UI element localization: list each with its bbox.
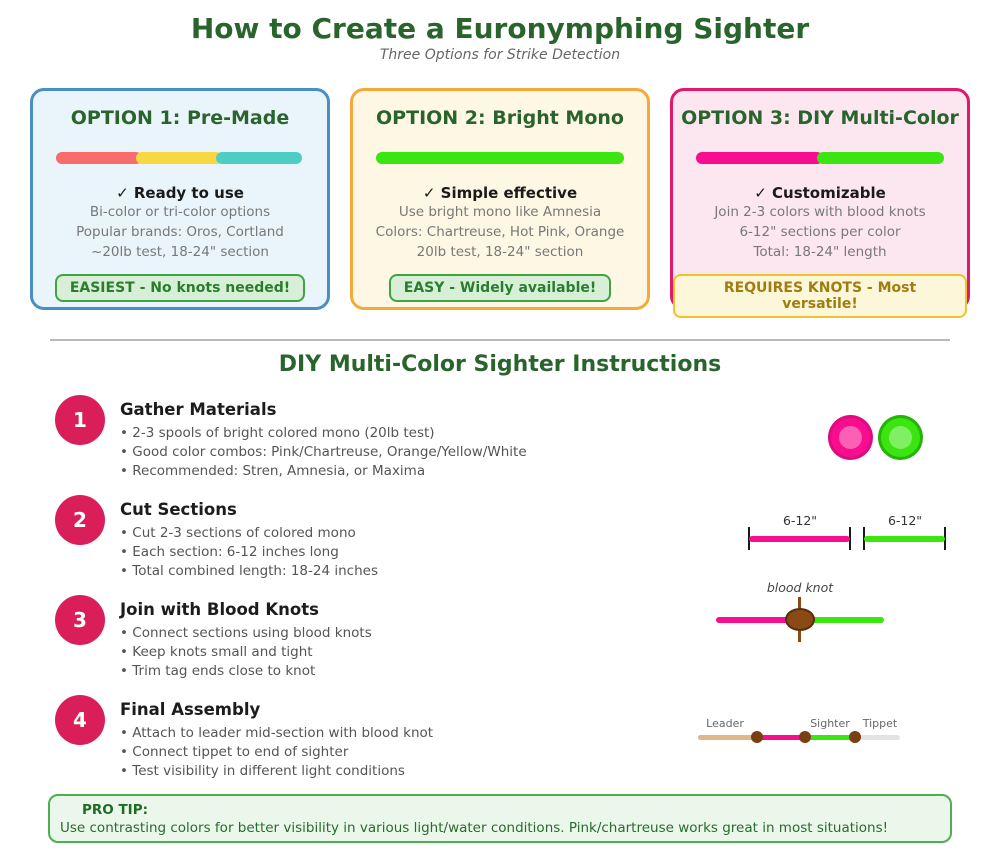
tippet-label: Tippet [862, 717, 898, 730]
difficulty-badge: EASY - Widely available! [388, 274, 612, 302]
option-card-bright-mono: OPTION 2: Bright Mono ✓ Simple effective… [350, 88, 650, 310]
tippet-segment [855, 735, 900, 740]
option-detail: Popular brands: Oros, Cortland [76, 224, 284, 240]
bar-segment-coral [56, 152, 142, 164]
option-benefit: ✓ Customizable [754, 184, 886, 202]
pink-section-length-label: 6-12" [782, 513, 818, 528]
knot-pointer-dash [798, 597, 801, 608]
bicolor-sighter-bar [696, 152, 944, 164]
option-title: OPTION 1: Pre-Made [70, 107, 290, 129]
option-detail: Join 2-3 colors with blood knots [714, 204, 926, 220]
bullet-item: Connect tippet to end of sighter [120, 743, 672, 762]
measure-tick [944, 527, 946, 550]
bar-segment-yellow [136, 152, 222, 164]
knot-dot-icon [751, 731, 763, 743]
bar-segment-pink [696, 152, 823, 164]
step-final-assembly: 4 Final Assembly Attach to leader mid-se… [52, 695, 672, 781]
difficulty-badge: EASIEST - No knots needed! [54, 274, 306, 302]
option-detail: Use bright mono like Amnesia [398, 204, 602, 220]
page-title: How to Create a Euronymphing Sighter [190, 12, 810, 45]
option-benefit: ✓ Simple effective [422, 184, 578, 202]
option-card-diy-multicolor: OPTION 3: DIY Multi-Color ✓ Customizable… [670, 88, 970, 318]
green-mono-section [864, 536, 945, 542]
bar-segment-chartreuse [376, 152, 624, 164]
step-title: Join with Blood Knots [120, 600, 319, 619]
green-spool-icon [878, 415, 923, 460]
spool-core [839, 426, 862, 449]
knot-pointer-dash [798, 631, 801, 642]
sighter-label: Sighter [810, 717, 850, 730]
option-card-premade: OPTION 1: Pre-Made ✓ Ready to use Bi-col… [30, 88, 330, 310]
bullet-item: 2-3 spools of bright colored mono (20lb … [120, 424, 672, 443]
step-number-badge: 2 [55, 495, 105, 545]
green-section-length-label: 6-12" [887, 513, 923, 528]
blood-knot-icon [785, 608, 815, 631]
step-number-badge: 3 [55, 595, 105, 645]
instructions-title: DIY Multi-Color Sighter Instructions [278, 352, 722, 377]
option-detail: 20lb test, 18-24" section [416, 244, 584, 260]
option-detail: Colors: Chartreuse, Hot Pink, Orange [375, 224, 625, 240]
step-title: Gather Materials [120, 400, 277, 419]
bullet-item: Attach to leader mid-section with blood … [120, 724, 672, 743]
step-title: Final Assembly [120, 700, 261, 719]
step-number-badge: 1 [55, 395, 105, 445]
step-bullets: Connect sections using blood knots Keep … [120, 624, 672, 681]
bar-segment-teal [216, 152, 302, 164]
green-line-segment [812, 617, 884, 623]
step-cut-sections: 2 Cut Sections Cut 2-3 sections of color… [52, 495, 672, 581]
blood-knot-label: blood knot [766, 580, 834, 595]
knot-dot-icon [849, 731, 861, 743]
pink-mono-section [749, 536, 850, 542]
section-divider [50, 339, 950, 341]
sighter-green-segment [805, 735, 855, 740]
mono-sighter-bar [376, 152, 624, 164]
option-detail: 6-12" sections per color [739, 224, 901, 240]
pro-tip-text: Use contrasting colors for better visibi… [60, 820, 889, 836]
option-detail: Total: 18-24" length [753, 244, 887, 260]
option-benefit: ✓ Ready to use [116, 184, 244, 202]
pro-tip-heading: PRO TIP: [82, 802, 148, 818]
option-detail: Bi-color or tri-color options [89, 204, 271, 220]
knot-dot-icon [799, 731, 811, 743]
bullet-item: Each section: 6-12 inches long [120, 543, 672, 562]
page-subtitle: Three Options for Strike Detection [379, 47, 621, 63]
step-join-blood-knots: 3 Join with Blood Knots Connect sections… [52, 595, 672, 681]
option-title: OPTION 2: Bright Mono [376, 107, 624, 129]
bar-segment-green [817, 152, 944, 164]
bullet-item: Keep knots small and tight [120, 643, 672, 662]
step-gather-materials: 1 Gather Materials 2-3 spools of bright … [52, 395, 672, 481]
option-title: OPTION 3: DIY Multi-Color [681, 107, 959, 129]
leader-label: Leader [706, 717, 744, 730]
options-row: OPTION 1: Pre-Made ✓ Ready to use Bi-col… [30, 88, 970, 318]
sighter-pink-segment [758, 735, 805, 740]
leader-segment [698, 735, 758, 740]
bullet-item: Trim tag ends close to knot [120, 662, 672, 681]
measure-tick [849, 527, 851, 550]
step-bullets: Attach to leader mid-section with blood … [120, 724, 672, 781]
step-title: Cut Sections [120, 500, 237, 519]
bullet-item: Total combined length: 18-24 inches [120, 562, 672, 581]
step-bullets: Cut 2-3 sections of colored mono Each se… [120, 524, 672, 581]
bullet-item: Connect sections using blood knots [120, 624, 672, 643]
spool-core [889, 426, 912, 449]
bullet-item: Test visibility in different light condi… [120, 762, 672, 781]
step-bullets: 2-3 spools of bright colored mono (20lb … [120, 424, 672, 481]
bullet-item: Good color combos: Pink/Chartreuse, Oran… [120, 443, 672, 462]
option-detail: ~20lb test, 18-24" section [91, 244, 269, 260]
pro-tip-box: PRO TIP: Use contrasting colors for bett… [48, 794, 952, 843]
bullet-item: Recommended: Stren, Amnesia, or Maxima [120, 462, 672, 481]
pink-line-segment [716, 617, 788, 623]
pink-spool-icon [828, 415, 873, 460]
tricolor-sighter-bar [56, 152, 304, 164]
bullet-item: Cut 2-3 sections of colored mono [120, 524, 672, 543]
step-number-badge: 4 [55, 695, 105, 745]
difficulty-badge: REQUIRES KNOTS - Most versatile! [673, 274, 967, 318]
